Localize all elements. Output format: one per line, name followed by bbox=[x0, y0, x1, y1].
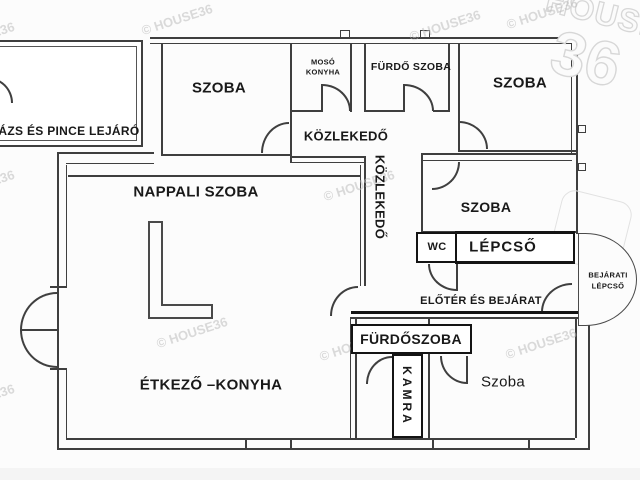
door-arc-terrace-upper bbox=[20, 292, 57, 330]
door-leaf bbox=[466, 356, 468, 384]
garage-room-inner-outline bbox=[0, 46, 137, 141]
bay-label-line1: BEJÁRATI bbox=[588, 270, 628, 280]
wall-bump bbox=[340, 30, 350, 38]
room-label-moso: MOSÓ bbox=[310, 57, 336, 67]
wall bbox=[350, 317, 351, 438]
door-arc-szoba-bottom bbox=[440, 356, 467, 384]
wall-bump bbox=[578, 125, 586, 133]
wall bbox=[364, 44, 366, 112]
wall bbox=[421, 160, 572, 161]
wall bbox=[290, 162, 366, 163]
wall bbox=[161, 44, 163, 156]
garage-label: ARÁZS ÉS PINCE LEJÁRÓ bbox=[0, 124, 140, 138]
door-leaf bbox=[456, 264, 458, 291]
bay-label-line2: LÉPCSŐ bbox=[591, 281, 625, 291]
wall bbox=[421, 153, 423, 233]
wall-bottom-inner bbox=[66, 438, 575, 440]
room-label-szoba-bottom: Szoba bbox=[480, 373, 526, 391]
stairs-box bbox=[455, 231, 575, 264]
room-label-wc: WC bbox=[427, 241, 447, 253]
door-arc-moso-konyha bbox=[322, 84, 351, 111]
wall bbox=[350, 44, 352, 112]
wall-nappali-top-inner bbox=[66, 163, 154, 164]
room-label-eloter: ELŐTÉR ÉS BEJÁRAT bbox=[420, 295, 542, 307]
wall bbox=[364, 110, 405, 112]
wall bbox=[448, 44, 450, 112]
door-frame bbox=[50, 286, 67, 288]
furdoszoba-label-box bbox=[351, 324, 472, 354]
entrance-bay bbox=[578, 233, 637, 326]
door-arc-szoba-top-left bbox=[261, 122, 289, 153]
door-hinge-line bbox=[20, 329, 58, 331]
wall bbox=[351, 317, 578, 319]
door-arc-furdo-szoba bbox=[404, 84, 434, 111]
wall bbox=[421, 153, 578, 155]
window-tick bbox=[432, 438, 434, 449]
window-tick bbox=[245, 438, 247, 449]
door-arc-entrance bbox=[541, 283, 572, 312]
page-bottom-shade bbox=[0, 468, 640, 480]
room-label-furdo-szoba-top: FÜRDŐ SZOBA bbox=[370, 61, 452, 73]
watermark: © HOUSE36 bbox=[139, 0, 215, 39]
wall bbox=[433, 110, 449, 112]
wall bbox=[458, 150, 577, 152]
wall bbox=[360, 165, 361, 286]
window-tick bbox=[290, 438, 292, 449]
wall-bump bbox=[420, 30, 430, 38]
wall-bump bbox=[578, 163, 586, 171]
l-shaped-counter bbox=[148, 221, 213, 319]
room-label-konyha: KONYHA bbox=[305, 67, 341, 77]
wall bbox=[290, 156, 366, 158]
wall bbox=[355, 317, 357, 438]
wall bbox=[428, 317, 430, 438]
watermark: © HOUSE36 bbox=[503, 324, 579, 363]
wall-left-outer bbox=[57, 152, 59, 450]
door-arc-szoba-middle bbox=[432, 162, 460, 190]
room-label-nappali: NAPPALI SZOBA bbox=[133, 183, 259, 201]
wall bbox=[458, 44, 460, 152]
wall-left-inner bbox=[66, 165, 67, 287]
wall-bottom-outer bbox=[57, 448, 590, 450]
door-arc-terrace-lower bbox=[20, 330, 57, 368]
wall-right-outer bbox=[576, 37, 578, 234]
door-frame bbox=[50, 368, 67, 370]
window-tick bbox=[528, 438, 530, 449]
wall-top-outer bbox=[150, 37, 578, 39]
room-label-etkezo-konyha: ÉTKEZŐ –KONYHA bbox=[139, 376, 283, 394]
wall-nappali-top-outer bbox=[57, 152, 154, 154]
watermark: © HOUSE36 bbox=[0, 380, 17, 418]
room-label-furdoszoba: FÜRDŐSZOBA bbox=[360, 331, 462, 347]
garage-room-outline bbox=[0, 40, 143, 147]
wall bbox=[364, 158, 366, 286]
room-label-szoba-top-right: SZOBA bbox=[493, 74, 547, 92]
kamra-box bbox=[392, 354, 423, 438]
watermark: © HOUSE36 bbox=[0, 166, 17, 204]
room-label-szoba-middle: SZOBA bbox=[460, 199, 512, 215]
wall-eloter-bottom-bold bbox=[351, 311, 578, 314]
wall bbox=[290, 44, 292, 163]
hallway-label-vertical: KÖZLEKEDŐ bbox=[372, 154, 388, 240]
room-label-kamra: KAMRA bbox=[400, 366, 414, 426]
room-label-lepcso: LÉPCSŐ bbox=[469, 238, 537, 256]
wall bbox=[161, 154, 291, 156]
wall-left-inner bbox=[66, 368, 67, 438]
logo-number-text: 36 bbox=[543, 17, 628, 102]
room-label-szoba-top-left: SZOBA bbox=[192, 79, 246, 97]
wall bbox=[290, 110, 323, 112]
door-arc-wc bbox=[428, 264, 457, 291]
wall-top-inner bbox=[150, 43, 571, 44]
hallway-label-horizontal: KÖZLEKEDŐ bbox=[303, 128, 389, 144]
door-arc-furdoszoba bbox=[366, 356, 392, 384]
wall-szoba-bottom-right bbox=[575, 317, 577, 438]
wall-right-lower-outer bbox=[588, 325, 590, 450]
wall-right-inner bbox=[571, 43, 572, 154]
door-arc-szoba-top-right bbox=[459, 121, 488, 149]
wall-nappali-top bbox=[68, 175, 361, 177]
